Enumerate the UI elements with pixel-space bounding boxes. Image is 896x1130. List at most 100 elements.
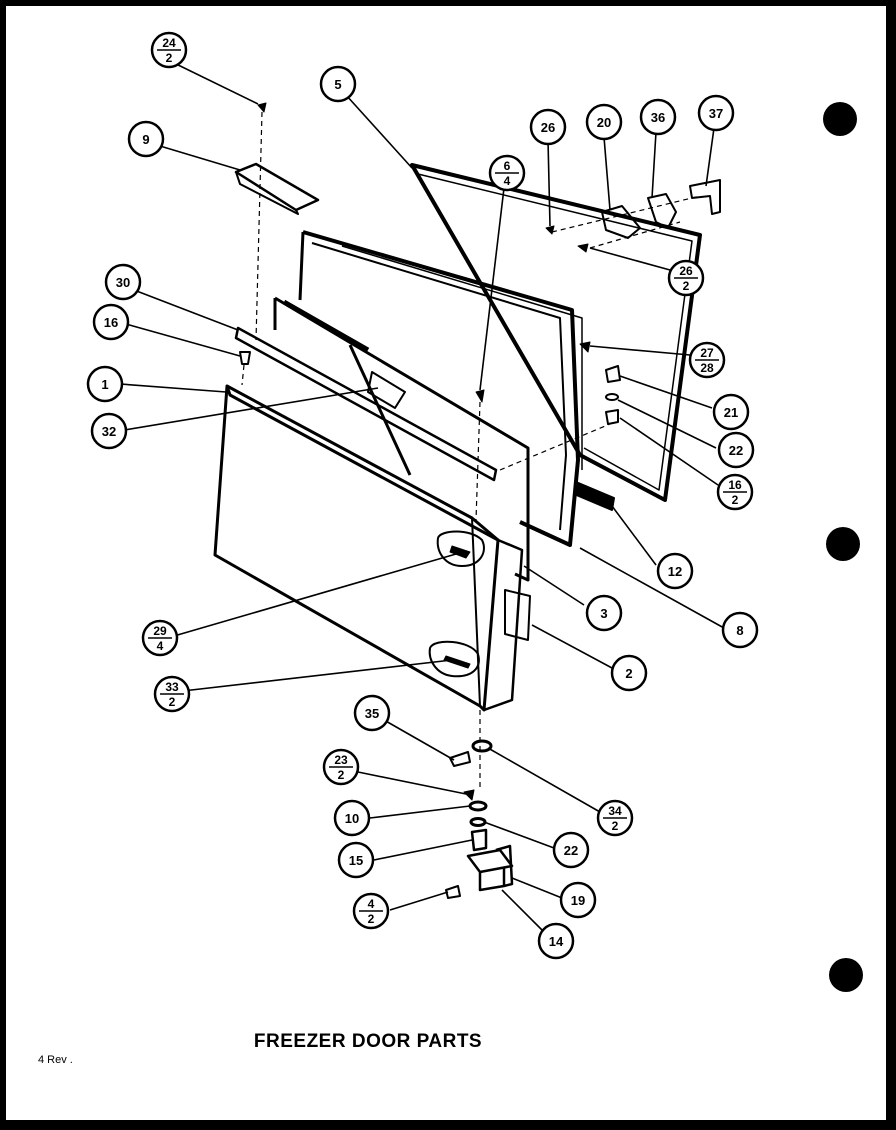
callout-c32: 32 (90, 412, 128, 450)
bushing-icon (239, 351, 251, 365)
callout-c20: 20 (585, 103, 623, 141)
callout-circle (86, 365, 124, 403)
callout-circle (656, 552, 694, 590)
top-hinge-cover (234, 162, 320, 212)
callout-number: 32 (102, 424, 116, 439)
callout-circle (90, 412, 128, 450)
callout-part-number: 23 (334, 753, 348, 767)
callout-c23-2: 232 (322, 748, 360, 786)
paper-sheet (6, 6, 886, 1120)
callout-circle (337, 841, 375, 879)
callout-c26a: 26 (529, 108, 567, 146)
callout-number: 14 (549, 934, 564, 949)
callout-quantity: 2 (338, 768, 345, 782)
callout-circle (721, 611, 759, 649)
callout-quantity: 2 (169, 695, 176, 709)
foam-panel (274, 296, 530, 582)
hinge-pin-20 (601, 205, 641, 239)
callout-quantity: 2 (683, 279, 690, 293)
callout-part-number: 34 (608, 804, 622, 818)
callout-quantity: 4 (157, 639, 164, 653)
callout-number: 9 (142, 132, 149, 147)
breaker-strip (573, 481, 615, 511)
callout-part-number: 24 (162, 36, 176, 50)
callout-c30: 30 (104, 263, 142, 301)
callout-c12: 12 (656, 552, 694, 590)
callout-circle (559, 881, 597, 919)
callout-circle (92, 303, 130, 341)
callout-part-number: 16 (728, 478, 742, 492)
callout-c24-2: 242 (150, 31, 188, 69)
callout-part-number: 26 (679, 264, 693, 278)
callout-circle (537, 922, 575, 960)
callout-quantity: 2 (612, 819, 619, 833)
callout-number: 37 (709, 106, 723, 121)
callout-circle (127, 120, 165, 158)
callout-number: 10 (345, 811, 359, 826)
callout-number: 22 (564, 843, 578, 858)
door-handle-insert (443, 655, 471, 669)
nameplate (449, 545, 471, 559)
callout-c10: 10 (333, 799, 371, 837)
hinge-bracket-36 (647, 193, 677, 229)
callout-c1: 1 (86, 365, 124, 403)
callout-quantity: 2 (732, 493, 739, 507)
bushing-icon (605, 365, 621, 383)
callout-c29-4: 294 (141, 619, 179, 657)
callout-c16-2: 162 (716, 473, 754, 511)
callout-circle (333, 799, 371, 837)
callout-number: 16 (104, 315, 118, 330)
callout-c35: 35 (353, 694, 391, 732)
callout-part-number: 6 (504, 159, 511, 173)
binder-hole-icon (826, 527, 860, 561)
door-liner (302, 230, 580, 547)
callout-number: 30 (116, 275, 130, 290)
callout-number: 3 (600, 606, 607, 621)
callout-circle (529, 108, 567, 146)
callout-c3: 3 (585, 594, 623, 632)
callout-c37: 37 (697, 94, 735, 132)
callout-circle (639, 98, 677, 136)
callout-number: 8 (736, 623, 743, 638)
callout-quantity: 28 (700, 361, 714, 375)
callout-circle (697, 94, 735, 132)
callout-c22b: 22 (552, 831, 590, 869)
callout-c15: 15 (337, 841, 375, 879)
callout-number: 1 (101, 377, 108, 392)
callout-c14: 14 (537, 922, 575, 960)
washer-icon (605, 393, 619, 401)
callout-part-number: 29 (153, 624, 167, 638)
door-liner-back (341, 245, 583, 470)
callout-number: 12 (668, 564, 682, 579)
callout-number: 35 (365, 706, 379, 721)
screw-icon (475, 389, 485, 403)
screw-icon (577, 243, 589, 253)
callout-number: 20 (597, 115, 611, 130)
callout-c36: 36 (639, 98, 677, 136)
callout-number: 26 (541, 120, 555, 135)
callout-quantity: 4 (504, 174, 511, 188)
callout-c22a: 22 (717, 431, 755, 469)
foam-panel-top (282, 299, 370, 353)
callout-circle (353, 694, 391, 732)
bushing-icon (605, 409, 619, 425)
door-outer-side (483, 538, 524, 712)
callout-circle (717, 431, 755, 469)
top-hinge-cover-edge (235, 171, 299, 215)
door-cutout-lower (428, 640, 480, 678)
binder-hole-icon (829, 958, 863, 992)
callout-c33-2: 332 (153, 675, 191, 713)
callout-c8: 8 (721, 611, 759, 649)
callout-number: 19 (571, 893, 585, 908)
callout-c19: 19 (559, 881, 597, 919)
callout-part-number: 4 (368, 897, 375, 911)
callout-circle (319, 65, 357, 103)
callout-number: 21 (724, 405, 738, 420)
screw-icon (463, 789, 475, 801)
callout-circle (712, 393, 750, 431)
door-gasket-inner (417, 173, 693, 491)
callout-circle (585, 594, 623, 632)
screw-icon (445, 885, 461, 899)
